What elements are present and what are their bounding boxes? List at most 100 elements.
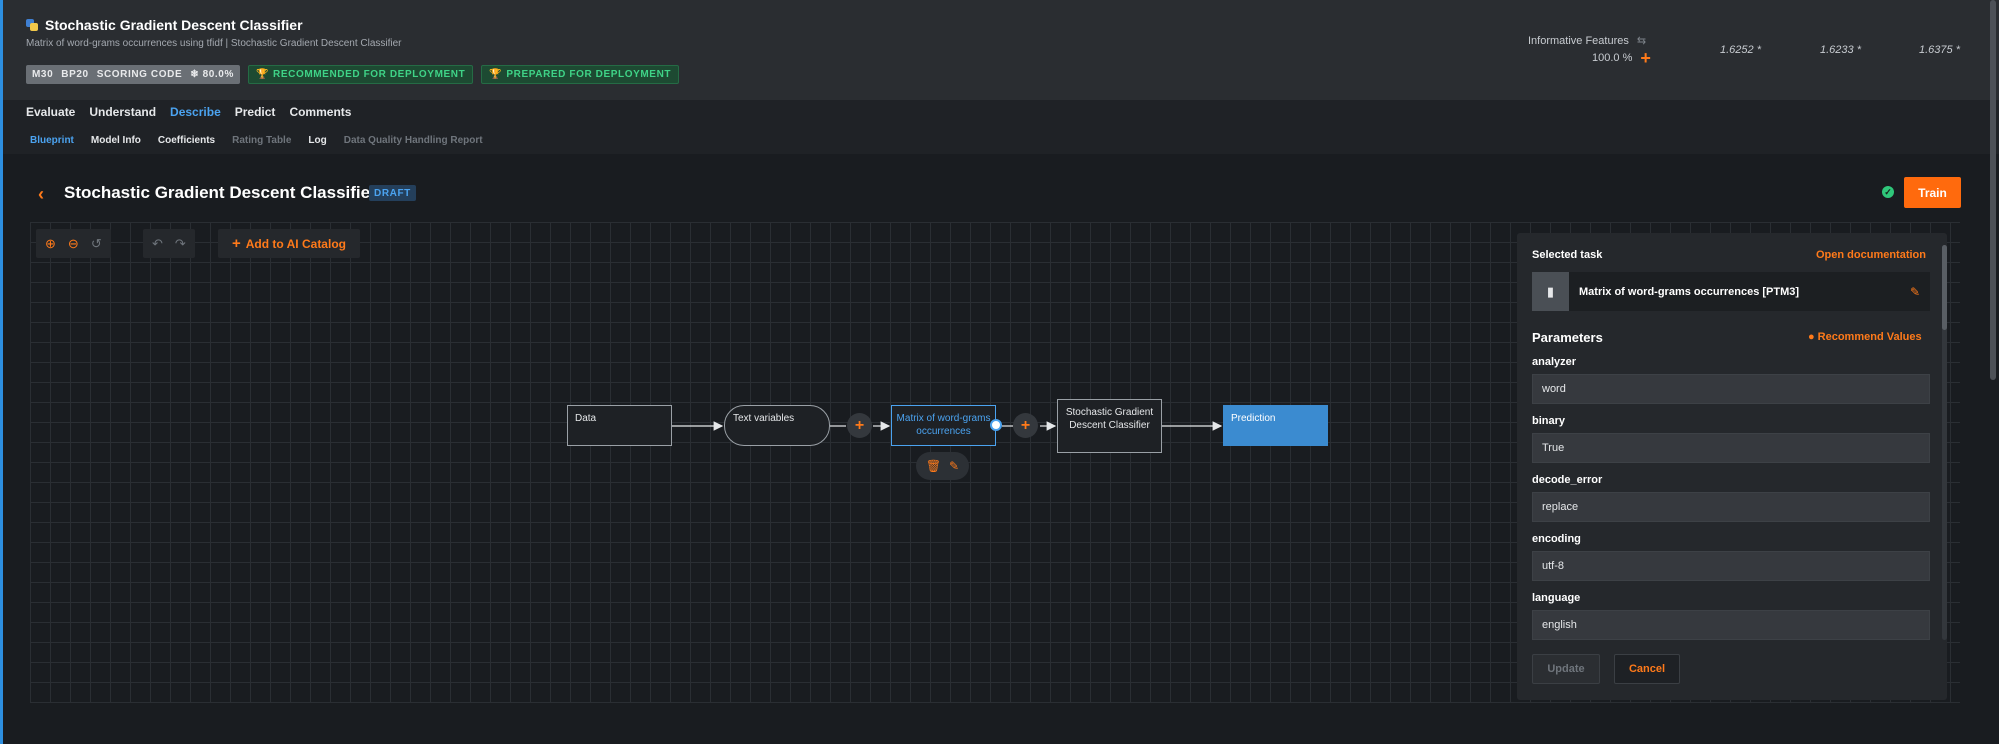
feature-list-icon: ⇆ — [1636, 35, 1647, 47]
node-text-variables[interactable]: Text variables — [724, 405, 830, 446]
param-input-binary[interactable]: True — [1532, 433, 1930, 463]
holdout-score-marker: * — [1955, 44, 1960, 56]
add-sample-plus-icon[interactable]: + — [1640, 48, 1651, 68]
blueprint-title: Stochastic Gradient Descent Classifier — [64, 183, 377, 202]
tab-predict[interactable]: Predict — [234, 105, 276, 119]
reset-icon: ↺ — [90, 235, 102, 251]
sub-tabs: Blueprint Model Info Coefficients Rating… — [30, 135, 483, 146]
param-label-binary: binary — [1532, 415, 1566, 427]
param-label-decode-error: decode_error — [1532, 474, 1603, 486]
nav-bar — [3, 100, 1999, 154]
param-input-encoding[interactable]: utf-8 — [1532, 551, 1930, 581]
feature-list-name: Informative Features — [1528, 34, 1629, 47]
param-label-language: language — [1532, 592, 1581, 604]
node-sgd-classifier[interactable]: Stochastic Gradient Descent Classifier — [1057, 399, 1162, 453]
zoom-toolbar: ⊕ ⊖ ↺ — [36, 229, 111, 258]
sample-percent-value: 100.0 % — [1592, 52, 1633, 64]
cancel-button[interactable]: Cancel — [1614, 654, 1680, 684]
feature-list-label[interactable]: Informative Features ⇆ — [1528, 34, 1647, 48]
add-task-plus-icon[interactable]: + — [847, 413, 872, 438]
sample-size-value: 80.0% — [202, 69, 234, 80]
pencil-icon[interactable]: ✎ — [1909, 284, 1920, 299]
param-input-language[interactable]: english — [1532, 610, 1930, 640]
blueprint-number: BP20 — [61, 69, 89, 80]
param-label-analyzer: analyzer — [1532, 356, 1577, 368]
check-circle-icon: ✓ — [1882, 186, 1894, 198]
back-arrow-icon[interactable]: ‹ — [38, 184, 44, 204]
prepared-label: PREPARED FOR DEPLOYMENT — [506, 69, 672, 80]
panel-scroll-track — [1942, 245, 1947, 640]
draft-badge: DRAFT — [369, 185, 416, 201]
panel-scrollbar[interactable] — [1942, 245, 1947, 330]
plus-icon: + — [232, 235, 241, 252]
trophy-icon: 🏆 — [489, 69, 503, 80]
document-icon: ▮ — [1532, 272, 1569, 311]
prepared-badge: 🏆 PREPARED FOR DEPLOYMENT — [481, 65, 680, 84]
validation-score-value: 1.6252 — [1720, 44, 1754, 56]
selected-task-label: Selected task — [1532, 249, 1603, 261]
holdout-score-value: 1.6375 — [1919, 44, 1953, 56]
trophy-icon: 🏆 — [255, 69, 270, 80]
sample-size: ❄ 80.0% — [190, 69, 234, 80]
node-prediction[interactable]: Prediction — [1223, 405, 1328, 446]
holdout-score: 1.6375 * — [1919, 44, 1960, 56]
python-icon — [26, 19, 38, 31]
model-number: M30 — [32, 69, 54, 80]
subtab-model-info[interactable]: Model Info — [90, 135, 141, 146]
validation-score: 1.6252 * — [1720, 44, 1761, 56]
left-accent-bar — [0, 0, 3, 744]
add-to-catalog-label: Add to AI Catalog — [245, 236, 346, 251]
model-header — [3, 0, 1999, 100]
add-to-catalog-button[interactable]: + Add to AI Catalog — [218, 229, 360, 258]
page-scrollbar[interactable] — [1990, 0, 1996, 380]
model-info-badge: M30 BP20 SCORING CODE ❄ 80.0% — [26, 65, 240, 84]
tab-describe[interactable]: Describe — [170, 105, 221, 119]
history-toolbar: ↶ ↷ — [143, 229, 195, 258]
parameters-label: Parameters — [1532, 330, 1603, 345]
pencil-icon[interactable]: ✎ — [949, 459, 960, 473]
node-matrix-word-grams[interactable]: Matrix of word-grams occurrences — [891, 405, 996, 446]
selected-task-name: Matrix of word-grams occurrences [PTM3] — [1579, 285, 1800, 298]
main-tabs: Evaluate Understand Describe Predict Com… — [26, 105, 351, 119]
param-input-analyzer[interactable]: word — [1532, 374, 1930, 404]
undo-icon: ↶ — [152, 235, 163, 251]
trash-icon[interactable]: 🗑 — [925, 459, 942, 473]
node-actions: 🗑 ✎ — [916, 452, 969, 480]
tab-understand[interactable]: Understand — [89, 105, 157, 119]
snowflake-icon: ❄ — [190, 69, 200, 80]
model-subtitle: Matrix of word-grams occurrences using t… — [26, 38, 402, 49]
model-title-text: Stochastic Gradient Descent Classifier — [45, 17, 303, 33]
cross-validation-score-value: 1.6233 — [1820, 44, 1854, 56]
validation-score-marker: * — [1756, 44, 1761, 56]
recommend-values-label: Recommend Values — [1817, 331, 1922, 343]
selected-task-row: ▮ Matrix of word-grams occurrences [PTM3… — [1532, 272, 1930, 311]
model-title: Stochastic Gradient Descent Classifier — [26, 17, 303, 33]
recommend-values-link[interactable]: ● Recommend Values — [1808, 331, 1922, 343]
node-data[interactable]: Data — [567, 405, 672, 446]
cross-validation-score-marker: * — [1856, 44, 1861, 56]
tab-comments[interactable]: Comments — [289, 105, 352, 119]
sample-percent: 100.0 % + — [1592, 48, 1651, 68]
redo-icon: ↷ — [174, 235, 186, 251]
recommended-badge: 🏆 RECOMMENDED FOR DEPLOYMENT — [247, 65, 474, 84]
zoom-out-icon[interactable]: ⊖ — [67, 235, 79, 251]
subtab-log[interactable]: Log — [308, 135, 327, 146]
param-input-decode-error[interactable]: replace — [1532, 492, 1930, 522]
param-label-encoding: encoding — [1532, 533, 1581, 545]
subtab-coefficients[interactable]: Coefficients — [157, 135, 216, 146]
subtab-rating-table: Rating Table — [232, 135, 292, 146]
canvas-bottom-border — [30, 702, 1960, 703]
add-task-plus-icon[interactable]: + — [1013, 413, 1038, 438]
subtab-data-quality: Data Quality Handling Report — [343, 135, 483, 146]
cross-validation-score: 1.6233 * — [1820, 44, 1861, 56]
model-badges: M30 BP20 SCORING CODE ❄ 80.0% 🏆 RECOMMEN… — [26, 65, 680, 84]
zoom-in-icon[interactable]: ⊕ — [45, 235, 56, 251]
tab-evaluate[interactable]: Evaluate — [26, 105, 76, 119]
subtab-blueprint[interactable]: Blueprint — [30, 135, 74, 146]
lightbulb-icon: ● — [1808, 331, 1815, 343]
open-documentation-link[interactable]: Open documentation — [1816, 249, 1926, 261]
scoring-code-label: SCORING CODE — [96, 69, 183, 80]
node-output-port[interactable] — [990, 419, 1002, 431]
update-button: Update — [1532, 654, 1600, 684]
train-button[interactable]: Train — [1904, 177, 1961, 208]
